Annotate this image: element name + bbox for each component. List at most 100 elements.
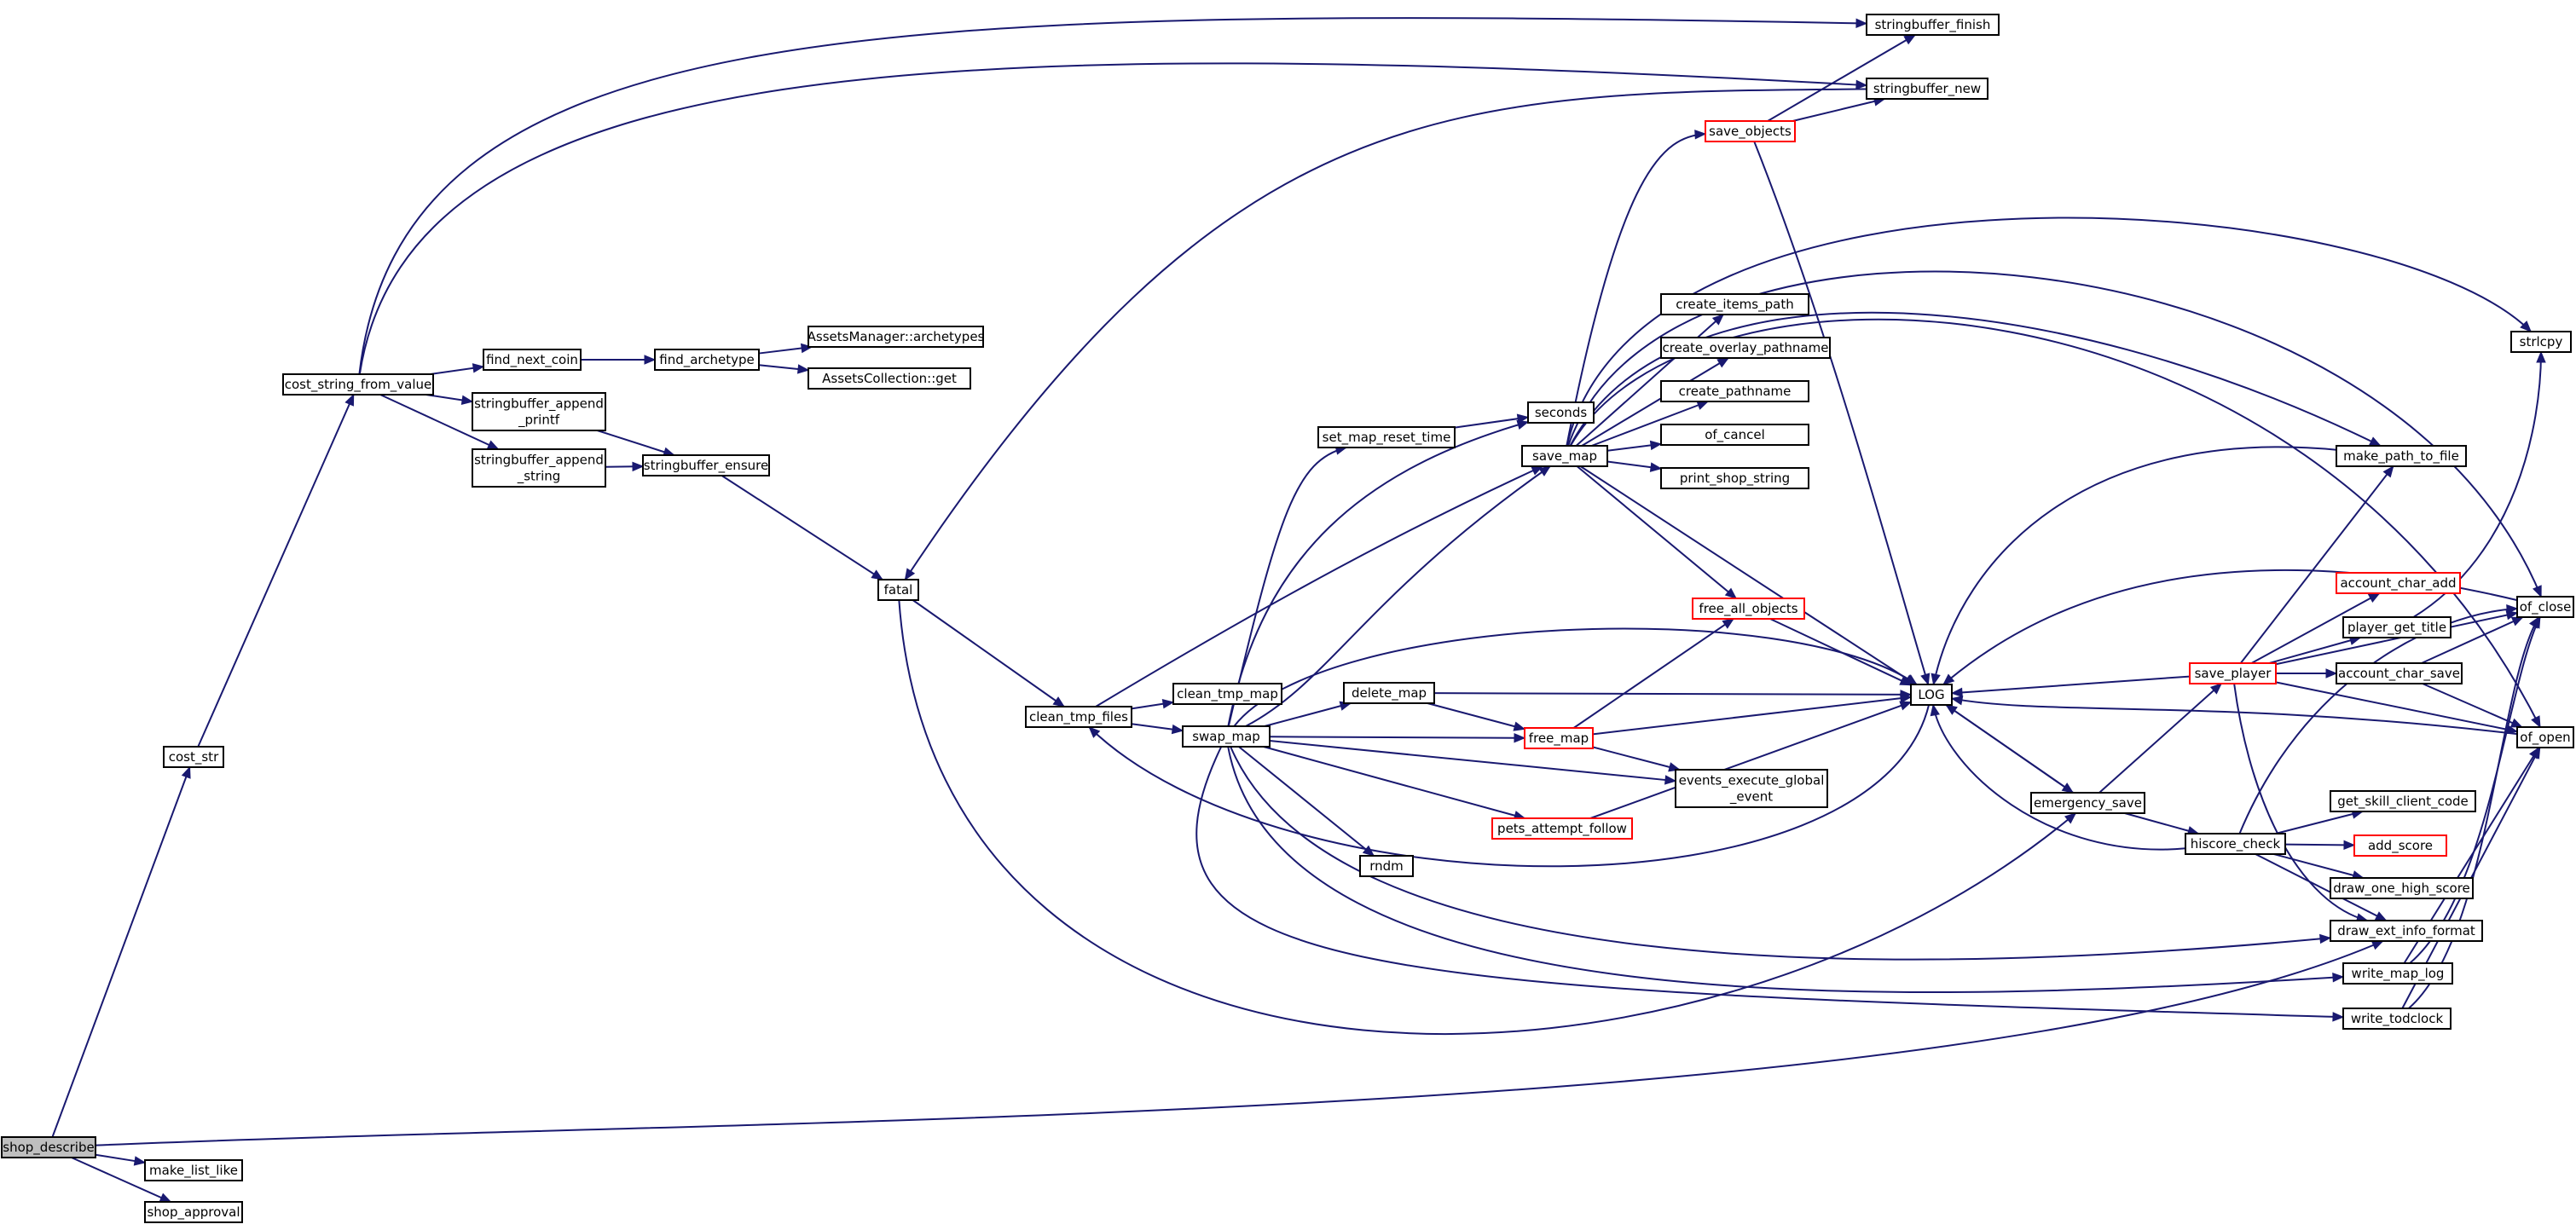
node-box bbox=[1182, 725, 1271, 748]
node-set-map-reset-time[interactable]: set_map_reset_time bbox=[1317, 426, 1456, 448]
node-label: create_items_path bbox=[1676, 297, 1793, 313]
node-shop-approval[interactable]: shop_approval bbox=[144, 1201, 243, 1223]
edge-line bbox=[1230, 746, 2331, 961]
node-print-shop-string[interactable]: print_shop_string bbox=[1660, 467, 1809, 489]
node-seconds[interactable]: seconds bbox=[1527, 401, 1595, 424]
node-save-objects[interactable]: save_objects bbox=[1705, 120, 1796, 142]
node-player-get-title[interactable]: player_get_title bbox=[2342, 616, 2452, 638]
node-box bbox=[1491, 817, 1633, 840]
edge-arrowhead bbox=[800, 343, 813, 354]
edge-line bbox=[1769, 618, 1912, 686]
node-swap-map[interactable]: swap_map bbox=[1182, 725, 1271, 748]
node-find-next-coin[interactable]: find_next_coin bbox=[483, 349, 582, 371]
edge-arrowhead bbox=[1899, 676, 1913, 686]
edge-line bbox=[358, 17, 1867, 375]
node-account-char-add[interactable]: account_char_add bbox=[2336, 572, 2461, 594]
node-label: cost_string_from_value bbox=[285, 377, 432, 393]
node-strlcpy[interactable]: strlcpy bbox=[2510, 331, 2572, 353]
node-of-open[interactable]: of_open bbox=[2516, 726, 2574, 748]
node-cost-str[interactable]: cost_str bbox=[163, 746, 224, 768]
node-free-map[interactable]: free_map bbox=[1524, 727, 1594, 749]
node-box bbox=[2342, 962, 2453, 985]
node-create-pathname[interactable]: create_pathname bbox=[1660, 380, 1809, 402]
edge-line bbox=[1576, 465, 1737, 599]
node-get-skill-client-code[interactable]: get_skill_client_code bbox=[2330, 790, 2476, 812]
node-add-score[interactable]: add_score bbox=[2353, 834, 2447, 857]
node-of-cancel[interactable]: of_cancel bbox=[1660, 424, 1809, 446]
edge-arrowhead bbox=[1855, 79, 1868, 90]
edge-arrowhead bbox=[644, 355, 657, 365]
node-delete-map[interactable]: delete_map bbox=[1343, 682, 1435, 704]
edge-arrowhead bbox=[1694, 130, 1707, 140]
node-box bbox=[2330, 790, 2476, 812]
edge-arrowhead bbox=[1931, 673, 1941, 686]
edge-arrowhead bbox=[344, 393, 355, 407]
node-box bbox=[1172, 683, 1282, 705]
node-sb-append-string[interactable]: stringbuffer_append_string bbox=[472, 448, 606, 488]
edge-line bbox=[1433, 692, 1912, 696]
node-box bbox=[1, 1136, 96, 1158]
edge-save_player-to-account_char_save bbox=[2276, 668, 2338, 679]
node-clean-tmp-files[interactable]: clean_tmp_files bbox=[1025, 706, 1132, 728]
node-label: add_score bbox=[2368, 838, 2433, 854]
edge-arrowhead bbox=[1950, 687, 1963, 698]
edge-sb_new-to-fatal bbox=[904, 88, 1867, 581]
node-sb-ensure[interactable]: stringbuffer_ensure bbox=[642, 454, 770, 476]
node-box bbox=[1660, 467, 1809, 489]
node-cost-string-from-value[interactable]: cost_string_from_value bbox=[282, 373, 434, 396]
node-box bbox=[472, 392, 606, 431]
node-account-char-save[interactable]: account_char_save bbox=[2336, 662, 2463, 684]
node-shop-describe[interactable]: shop_describe bbox=[1, 1136, 96, 1158]
node-fatal[interactable]: fatal bbox=[877, 579, 919, 601]
edge-cost_string_from_value-to-sb_finish bbox=[358, 17, 1868, 375]
edge-shop_describe-to-cost_str bbox=[51, 765, 191, 1138]
node-make-list-like[interactable]: make_list_like bbox=[144, 1159, 243, 1181]
node-draw-one-high-score[interactable]: draw_one_high_score bbox=[2330, 877, 2474, 899]
node-label: pets_attempt_follow bbox=[1497, 821, 1627, 837]
node-pets-attempt-follow[interactable]: pets_attempt_follow bbox=[1491, 817, 1633, 840]
node-save-player[interactable]: save_player bbox=[2189, 662, 2277, 684]
edge-delete_map-to-LOG bbox=[1433, 690, 1913, 700]
edge-line bbox=[71, 1157, 171, 1203]
node-label: save_player bbox=[2195, 666, 2272, 682]
edge-clean_tmp_files-to-clean_tmp_map bbox=[1131, 699, 1175, 710]
call-graph-nodes: shop_describe make_list_like shop_approval… bbox=[1, 14, 2574, 1223]
edge-hiscore_check-to-LOG bbox=[1930, 703, 2186, 851]
edge-line bbox=[721, 475, 883, 580]
edge-line bbox=[1753, 141, 1930, 685]
edge-line bbox=[1951, 697, 2518, 736]
node-box bbox=[144, 1201, 243, 1223]
node-sb-new[interactable]: stringbuffer_new bbox=[1866, 78, 1988, 100]
edge-hiscore_check-to-add_score bbox=[2284, 840, 2356, 851]
node-sb-finish[interactable]: stringbuffer_finish bbox=[1866, 14, 2000, 36]
edge-arrowhead bbox=[1696, 401, 1710, 410]
edge-line bbox=[1932, 446, 2337, 685]
edge-save_map-to-of_cancel bbox=[1606, 440, 1663, 452]
node-save-map[interactable]: save_map bbox=[1521, 445, 1608, 467]
edge-cost_string_from_value-to-find_next_coin bbox=[430, 363, 485, 375]
node-create-items-path[interactable]: create_items_path bbox=[1660, 293, 1809, 315]
node-create-overlay-pathname[interactable]: create_overlay_pathname bbox=[1660, 337, 1831, 359]
node-sb-append-printf[interactable]: stringbuffer_append_printf bbox=[472, 392, 606, 431]
node-free-all-objects[interactable]: free_all_objects bbox=[1692, 598, 1805, 620]
node-emergency-save[interactable]: emergency_save bbox=[2030, 792, 2145, 814]
node-draw-ext-info-format[interactable]: draw_ext_info_format bbox=[2330, 920, 2483, 942]
node-box bbox=[1866, 78, 1988, 100]
node-LOG[interactable]: LOG bbox=[1910, 684, 1953, 706]
edge-line bbox=[1566, 217, 2532, 447]
node-label: emergency_save bbox=[2034, 795, 2142, 811]
node-ac-get[interactable]: AssetsCollection::get bbox=[808, 367, 971, 390]
edge-swap_map-to-write_map_log bbox=[1227, 746, 2345, 993]
node-clean-tmp-map[interactable]: clean_tmp_map bbox=[1172, 683, 1282, 705]
node-events-execute[interactable]: events_execute_global_event bbox=[1675, 769, 1828, 808]
node-label: of_close bbox=[2520, 599, 2572, 615]
node-hiscore-check[interactable]: hiscore_check bbox=[2185, 833, 2286, 855]
node-write-map-log[interactable]: write_map_log bbox=[2342, 962, 2453, 985]
node-make-path-to-file[interactable]: make_path_to_file bbox=[2336, 445, 2467, 467]
node-rndm[interactable]: rndm bbox=[1359, 855, 1414, 877]
node-of-close[interactable]: of_close bbox=[2516, 596, 2574, 618]
node-find-archetype[interactable]: find_archetype bbox=[654, 349, 760, 371]
node-am-archetypes[interactable]: AssetsManager::archetypes bbox=[808, 326, 985, 348]
edge-arrowhead bbox=[1903, 34, 1917, 45]
node-write-todclock[interactable]: write_todclock bbox=[2342, 1008, 2452, 1030]
